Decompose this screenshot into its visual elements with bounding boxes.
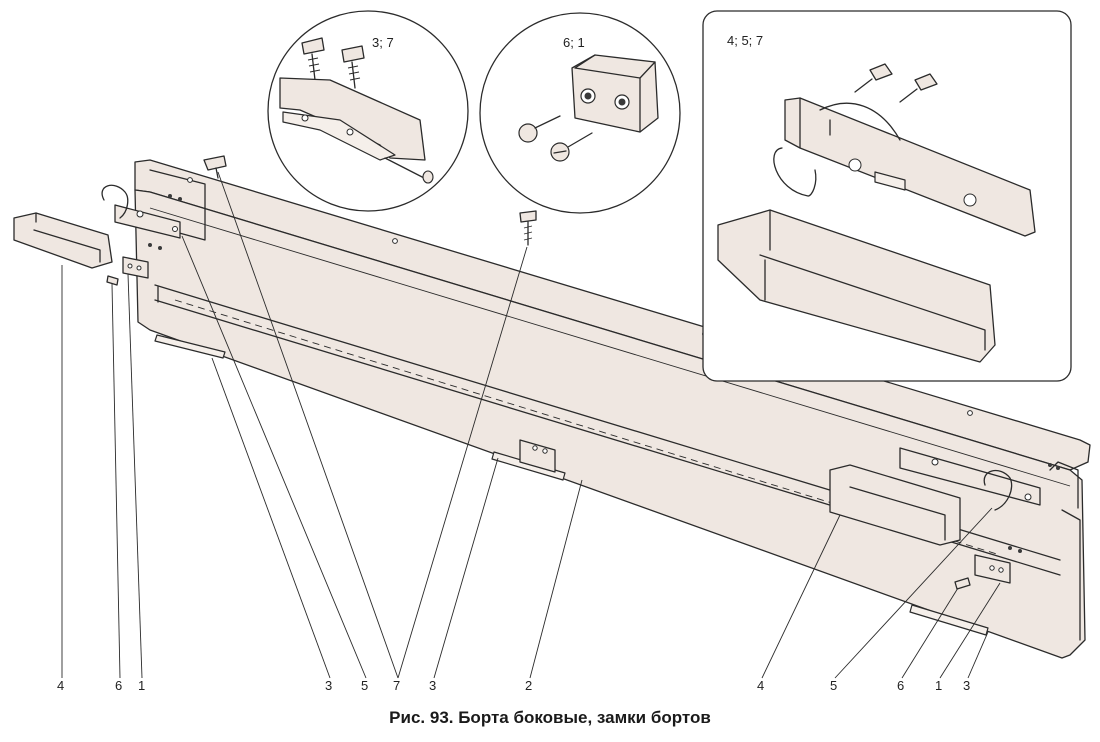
figure-caption: Рис. 93. Борта боковые, замки бортов xyxy=(389,708,711,727)
detail-a-label: 3; 7 xyxy=(372,35,394,50)
callout-label: 4 xyxy=(757,678,764,693)
detail-view-c: 4; 5; 7 xyxy=(702,10,1072,382)
callout-label: 1 xyxy=(138,678,145,693)
detail-view-a: 3; 7 xyxy=(267,10,469,212)
callout-label: 6 xyxy=(897,678,904,693)
bolt-top-left xyxy=(203,155,227,179)
callout-label: 3 xyxy=(963,678,970,693)
bracket-left xyxy=(122,256,149,279)
callout-label: 3 xyxy=(429,678,436,693)
lock-handle-right xyxy=(829,464,961,546)
hinge-pin-center xyxy=(491,439,566,481)
latch-right xyxy=(899,447,1041,511)
callout-label: 6 xyxy=(115,678,122,693)
bolt-center xyxy=(519,210,537,246)
screw-left xyxy=(106,275,119,286)
callout-label: 7 xyxy=(393,678,400,693)
callout-label: 4 xyxy=(57,678,64,693)
callout-label: 1 xyxy=(935,678,942,693)
leader-lines xyxy=(61,171,1001,679)
latch-left xyxy=(101,184,181,239)
screw-right xyxy=(954,577,971,590)
detail-b-label: 6; 1 xyxy=(563,35,585,50)
detail-c-label: 4; 5; 7 xyxy=(727,33,763,48)
hinge-pin-left xyxy=(154,334,226,359)
detail-view-b: 6; 1 xyxy=(479,12,681,214)
bracket-right xyxy=(974,554,1011,584)
callout-label: 2 xyxy=(525,678,532,693)
callout-label: 5 xyxy=(830,678,837,693)
callout-numbers: 4 6 1 3 5 7 3 2 4 5 6 1 3 xyxy=(57,678,970,693)
side-board-panel xyxy=(134,159,1091,659)
callout-label: 3 xyxy=(325,678,332,693)
callout-label: 5 xyxy=(361,678,368,693)
lock-handle-left xyxy=(13,212,113,269)
hinge-pin-right xyxy=(909,604,989,636)
